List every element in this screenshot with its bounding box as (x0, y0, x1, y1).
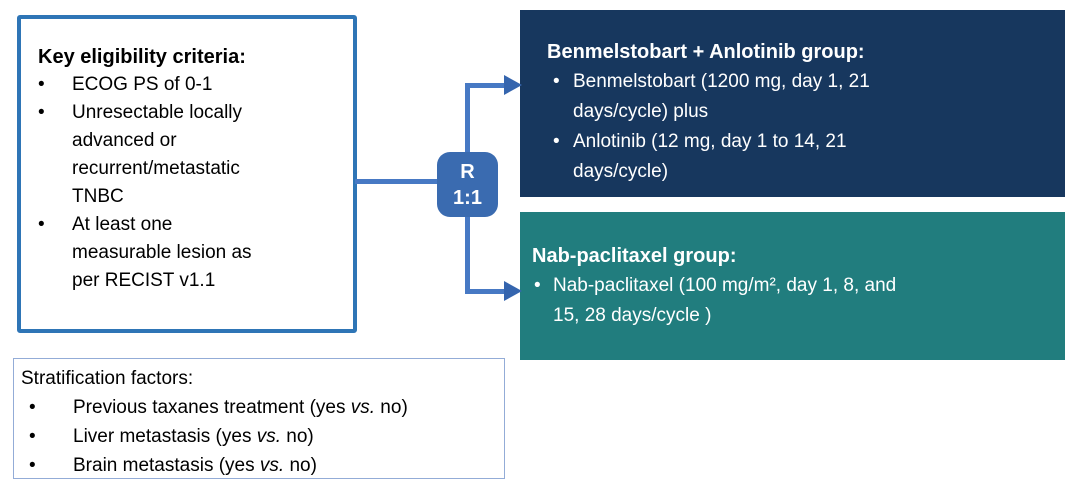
stratification-bullet-text: Previous taxanes treatment (yes vs. no) (73, 397, 408, 418)
connector-bottom-elbow-horizontal (465, 289, 505, 294)
arm2-bullet-text: Nab-paclitaxel (100 mg/m², day 1, 8, and… (553, 275, 897, 326)
arm1-bullet-text: Anlotinib (12 mg, day 1 to 14, 21 days/c… (573, 131, 847, 182)
eligibility-bullet-text: At least one measurable lesion as per RE… (72, 214, 252, 291)
bullet-icon: • (38, 74, 45, 95)
bullet-icon: • (29, 455, 36, 476)
stratification-bullet-2: • Liver metastasis (yes vs. no) (21, 422, 496, 451)
arrow-right-icon (504, 281, 522, 301)
bullet-icon: • (38, 214, 45, 235)
bullet-icon: • (534, 275, 541, 296)
bullet-icon: • (38, 102, 45, 123)
arm1-bullet-2: • Anlotinib (12 mg, day 1 to 14, 21 days… (547, 127, 1049, 187)
stratification-title: Stratification factors: (21, 368, 194, 389)
bullet-icon: • (553, 71, 560, 92)
eligibility-bullet-text: ECOG PS of 0-1 (72, 74, 213, 95)
eligibility-bullet-1: • ECOG PS of 0-1 (38, 71, 343, 99)
stratification-factors-box: Stratification factors: • Previous taxan… (13, 358, 505, 479)
connector-eligibility-to-randomization (355, 179, 437, 184)
arm1-bullet-text: Benmelstobart (1200 mg, day 1, 21 days/c… (573, 71, 870, 122)
randomization-ratio: 1:1 (453, 186, 482, 209)
arm1-title: Benmelstobart + Anlotinib group: (547, 41, 865, 63)
eligibility-bullet-text: Unresectable locally advanced or recurre… (72, 102, 243, 207)
stratification-bullet-text: Brain metastasis (yes vs. no) (73, 455, 317, 476)
bullet-icon: • (29, 426, 36, 447)
arm1-bullet-1: • Benmelstobart (1200 mg, day 1, 21 days… (547, 67, 1049, 127)
arm2-title: Nab-paclitaxel group: (532, 245, 737, 267)
connector-top-elbow-horizontal (465, 83, 505, 88)
connector-top-elbow-vertical (465, 83, 470, 153)
stratification-bullet-1: • Previous taxanes treatment (yes vs. no… (21, 393, 496, 422)
randomization-label: R (460, 160, 475, 183)
stratification-bullet-3: • Brain metastasis (yes vs. no) (21, 451, 496, 480)
eligibility-criteria-box: Key eligibility criteria: • ECOG PS of 0… (17, 15, 357, 333)
stratification-bullet-text: Liver metastasis (yes vs. no) (73, 426, 314, 447)
eligibility-bullet-3: • At least one measurable lesion as per … (38, 211, 343, 295)
arm-benmelstobart-anlotinib-box: Benmelstobart + Anlotinib group: • Benme… (520, 10, 1065, 197)
bullet-icon: • (553, 131, 560, 152)
randomization-node: R 1:1 (437, 152, 498, 217)
eligibility-title: Key eligibility criteria: (38, 46, 246, 68)
connector-bottom-elbow-vertical (465, 216, 470, 292)
arrow-right-icon (504, 75, 522, 95)
arm2-bullet-1: • Nab-paclitaxel (100 mg/m², day 1, 8, a… (532, 271, 1049, 331)
eligibility-bullet-2: • Unresectable locally advanced or recur… (38, 99, 343, 211)
bullet-icon: • (29, 397, 36, 418)
arm-nab-paclitaxel-box: Nab-paclitaxel group: • Nab-paclitaxel (… (520, 212, 1065, 360)
